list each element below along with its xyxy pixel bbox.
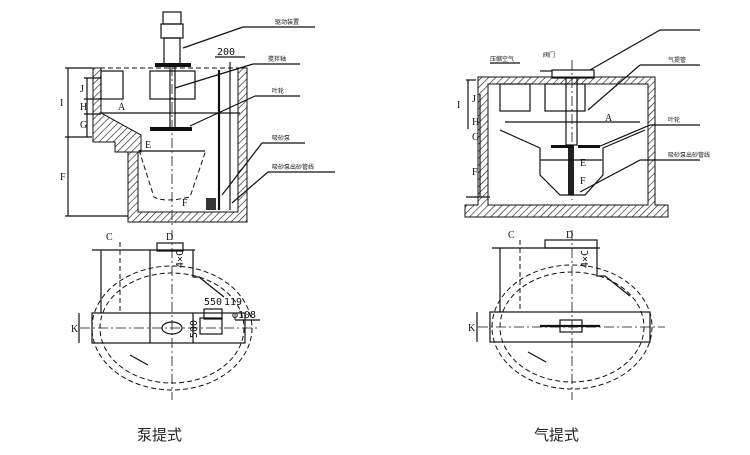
label-F-bottom-right: F [580,176,586,187]
label-D-right: D [566,230,573,241]
callout-drive: 驱动装置 [275,18,299,26]
dim-500: 500 [189,320,200,338]
label-A: A [118,102,126,113]
callout-pipe-right: 吸砂泵出砂管线 [668,151,710,159]
caption-air-lift-type: 气提式 [534,426,580,444]
label-C: C [106,232,113,243]
dim-4xc: 4×C [175,250,186,268]
label-I: I [60,98,63,109]
label-J: J [80,84,84,95]
callout-airlift: 气提管 [668,56,686,64]
label-F-bottom: F [182,198,188,209]
label-J-right: J [472,94,476,105]
dim-108: φ108 [232,310,256,321]
air-lift-plan [476,230,665,400]
label-C-right: C [508,230,515,241]
label-E: E [145,140,151,151]
label-A-right: A [605,113,613,124]
label-F: F [60,172,66,183]
dim-119: 119 [224,297,242,308]
label-K: K [71,324,79,335]
label-D: D [166,232,173,243]
dim-4xc-right: 4×C [580,250,591,268]
callout-impeller-right: 叶轮 [668,116,680,124]
air-lift-elevation [464,29,700,218]
callout-pump: 吸砂泵 [272,134,290,142]
dim-200: 200 [217,47,235,58]
dim-550: 550 [204,297,222,308]
callout-pipe: 吸砂泵出砂管线 [272,163,314,171]
callout-shaft: 搅拌轴 [268,55,286,63]
motor-icon [162,11,182,25]
pump-type-plan [78,230,260,400]
label-G-right: G [472,132,479,143]
caption-pump-type: 泵提式 [137,426,183,444]
label-H: H [80,102,87,113]
label-K-right: K [468,323,476,334]
callout-impeller: 叶轮 [272,87,284,95]
label-H-right: H [472,117,479,128]
label-I-right: I [457,100,460,111]
callout-valve: 阀门 [543,51,555,59]
label-G: G [80,120,87,131]
label-F-right: F [472,167,478,178]
pump-type-elevation [65,11,335,225]
callout-air: 压缩空气 [490,55,514,63]
label-E-right: E [580,158,586,169]
